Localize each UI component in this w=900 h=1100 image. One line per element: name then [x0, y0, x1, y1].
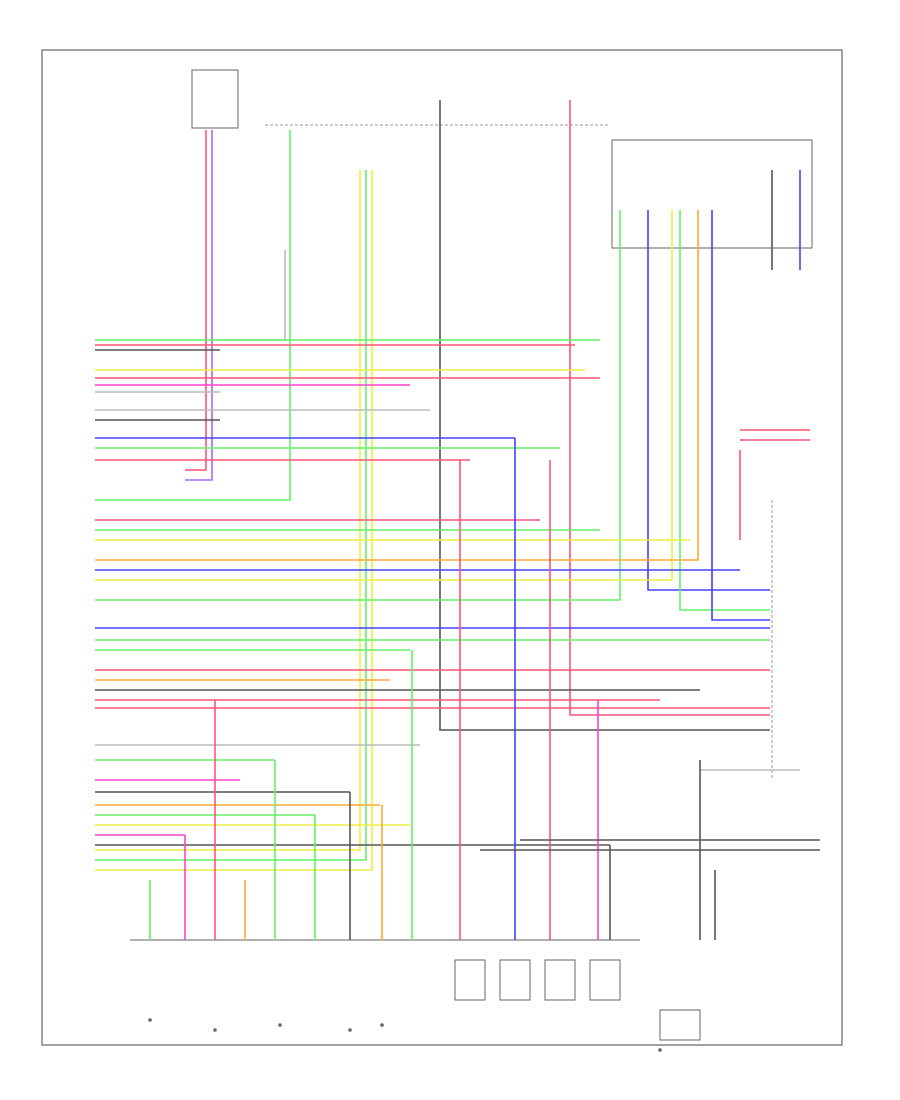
component-block — [454, 959, 486, 1001]
ground-terminal — [658, 1048, 662, 1052]
component-block — [191, 69, 239, 129]
wire-wire_yellow-7 — [95, 170, 373, 871]
wire-wire_yellow-5 — [95, 170, 361, 851]
wire-wire_red-9 — [569, 100, 770, 716]
ground-terminal — [213, 1028, 217, 1032]
wire-wire_green-6 — [95, 170, 367, 861]
wire-wire_green-13 — [679, 210, 770, 611]
diagram-border — [41, 49, 843, 1046]
wire-harness — [95, 100, 820, 940]
wire-wire_red-1 — [185, 130, 207, 471]
component-blocks — [130, 69, 813, 1052]
wire-wire_green-10 — [95, 210, 621, 601]
wire-wire_blue-11 — [647, 210, 770, 591]
component-block — [544, 959, 576, 1001]
wire-wire_green-3 — [95, 130, 291, 501]
wire-wire_yellow-12 — [95, 210, 673, 581]
ground-terminal — [348, 1028, 352, 1032]
ground-terminal — [380, 1023, 384, 1027]
component-block — [589, 959, 621, 1001]
wire-wire_black-8 — [439, 100, 770, 731]
wire-wire_blue-15 — [711, 210, 770, 621]
component-block — [659, 1009, 701, 1041]
wire-wire_orange-14 — [95, 210, 699, 561]
wire-wire_gray-4 — [220, 250, 286, 341]
ground-terminal — [148, 1018, 152, 1022]
wire-wire_violet-2 — [185, 130, 213, 481]
component-block — [499, 959, 531, 1001]
ground-terminal — [278, 1023, 282, 1027]
